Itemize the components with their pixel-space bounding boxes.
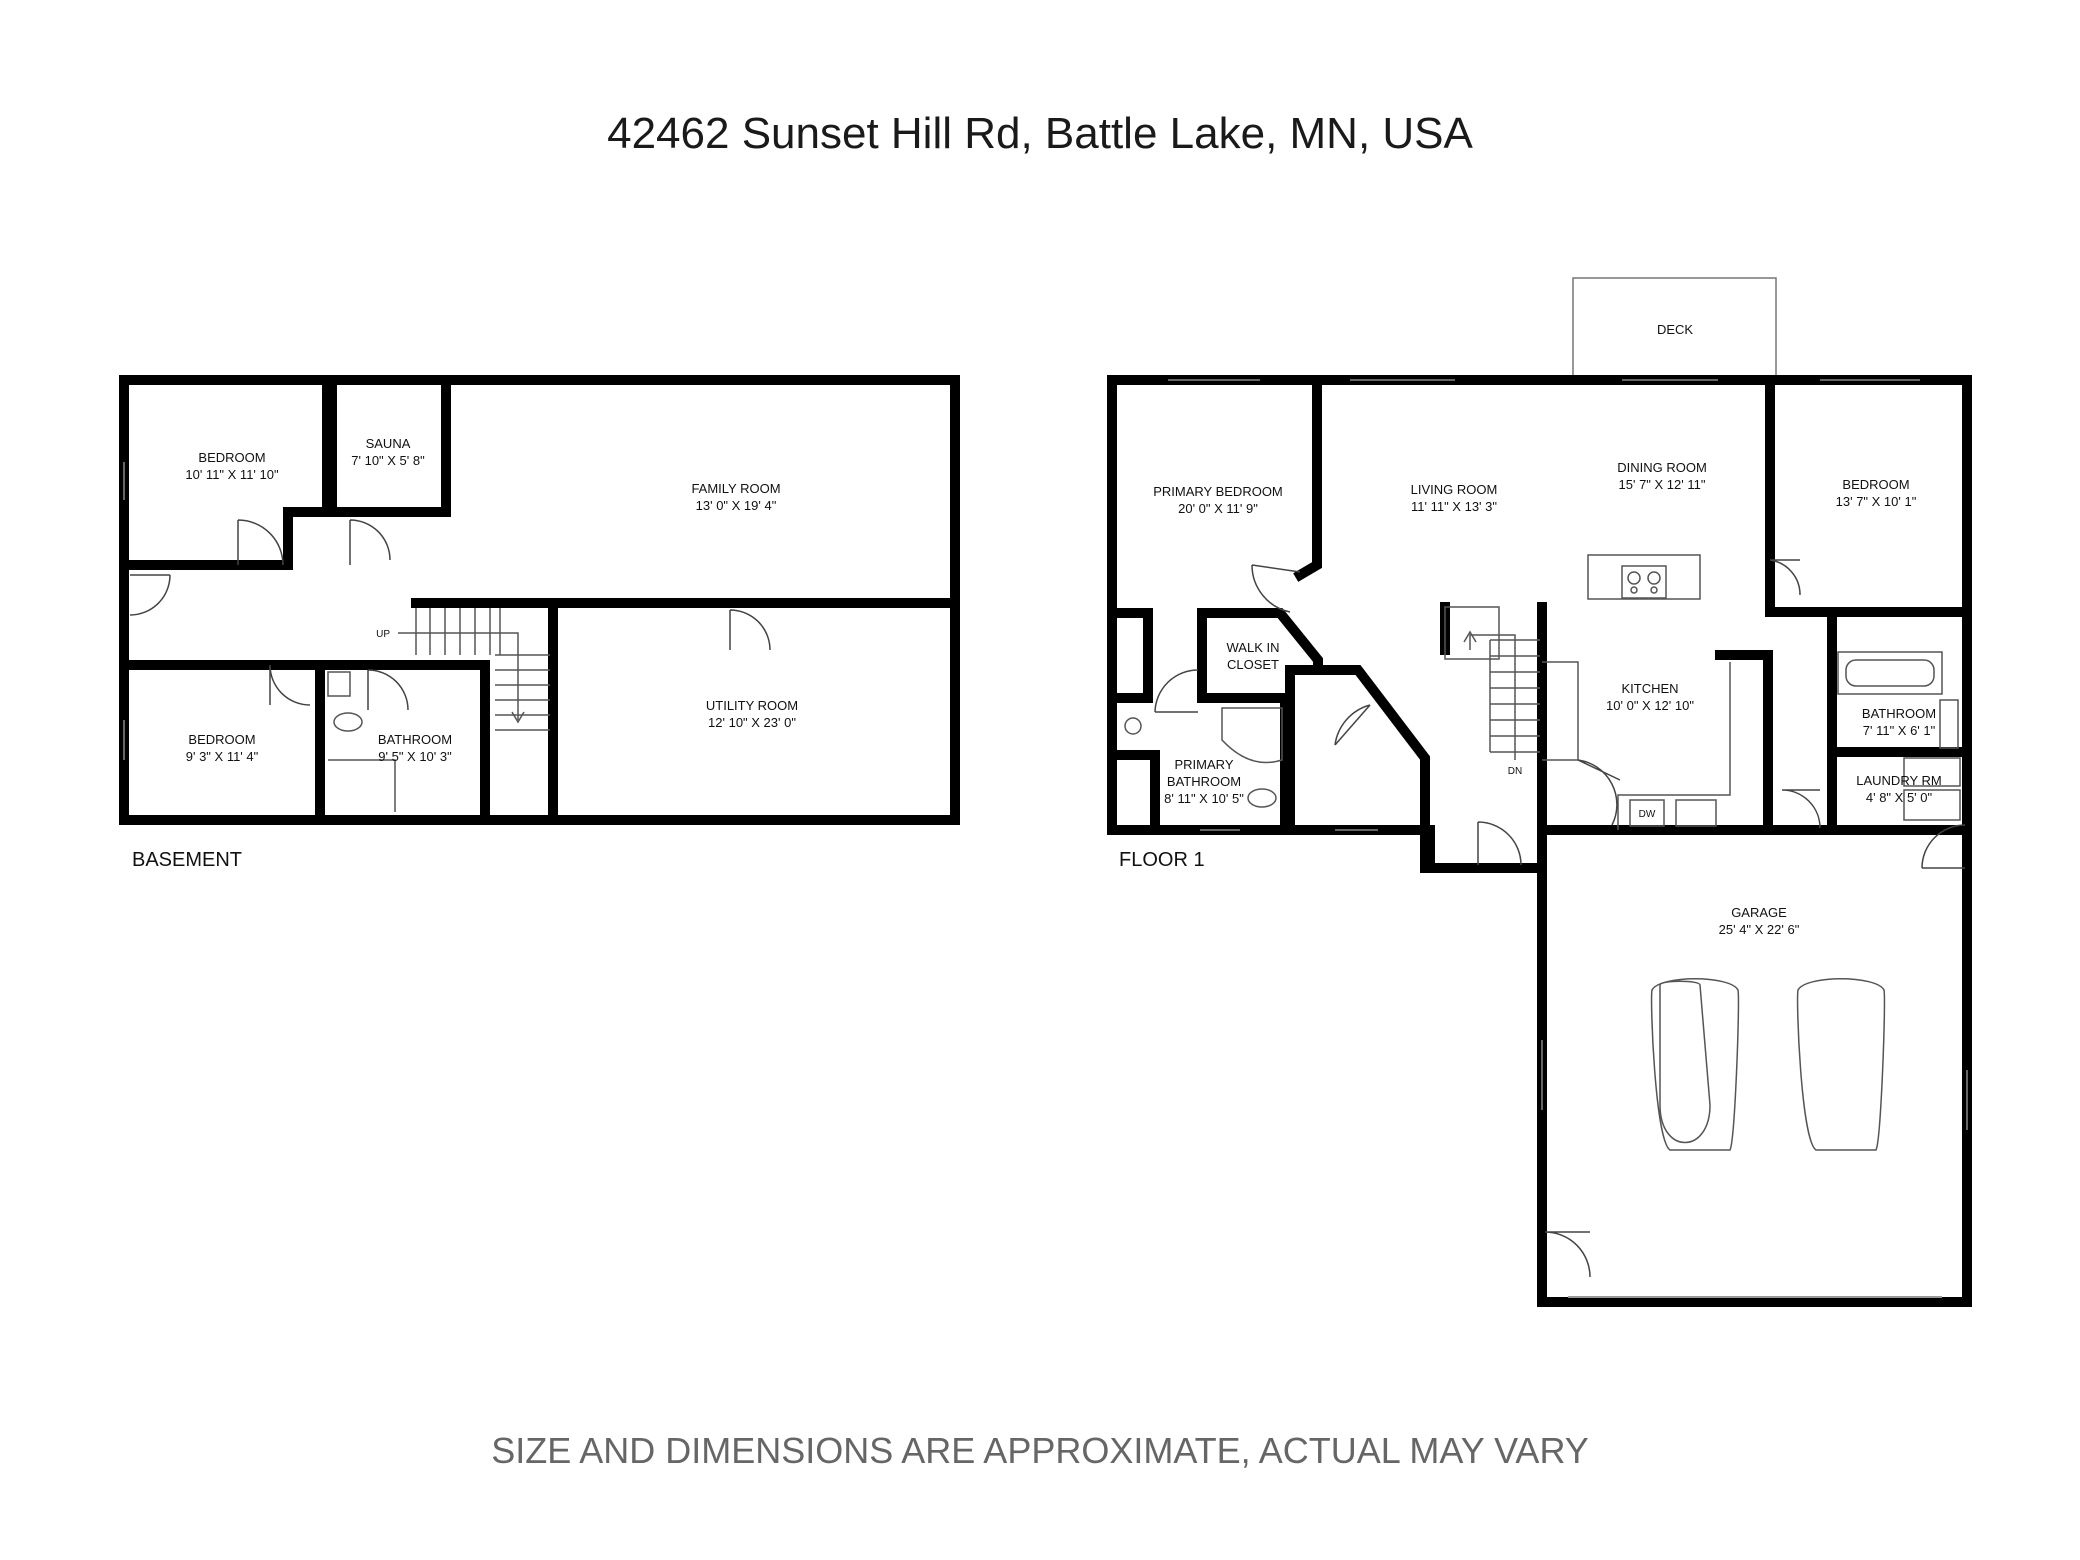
cooktop [1621,565,1667,599]
floor1-bottom-wall [1377,825,1972,873]
room-name: BEDROOM [198,450,265,465]
floor1-plan: DECK DN [1107,277,1972,1307]
kitchen-right-wall [1715,650,1773,835]
basement-plan: UP BEDROOM 10' 11" X 11' 10" SAUNA 7' 10… [119,375,960,871]
plan-title: 42462 Sunset Hill Rd, Battle Lake, MN, U… [607,109,1473,158]
kitchen-sink [1675,799,1717,827]
room-name: BATHROOM [378,732,452,747]
room-name: LIVING ROOM [1411,482,1498,497]
garage-side-door [1544,1231,1591,1278]
room-dims: 25' 4" X 22' 6" [1719,922,1800,937]
room-dims: CLOSET [1227,657,1279,672]
room-dims: 12' 10" X 23' 0" [708,715,796,730]
room-name: BEDROOM [188,732,255,747]
room-name: WALK IN [1227,640,1280,655]
bedroom-door [1769,559,1801,596]
room-name: FAMILY ROOM [691,481,780,496]
basement-toilet [333,712,363,732]
room-name: SAUNA [366,436,411,451]
burner [1630,586,1638,594]
burner [1627,571,1641,585]
basement-bedroom-door [237,519,284,566]
floor1-stair-label: DN [1508,766,1522,777]
sauna-wall [327,375,451,517]
hall-closet-door [1334,704,1371,746]
sauna-door [349,519,391,565]
dishwasher [1629,799,1665,827]
disclaimer-footer: SIZE AND DIMENSIONS ARE APPROXIMATE, ACT… [491,1430,1589,1471]
room-name: GARAGE [1731,905,1787,920]
room-dims: 10' 0" X 12' 10" [1606,698,1694,713]
room-dims: 4' 8" X 5' 0" [1866,790,1933,805]
floor1-label: FLOOR 1 [1119,849,1205,871]
room-dims: 20' 0" X 11' 9" [1178,501,1258,516]
laundry-door [1781,789,1821,829]
room-dims: 10' 11" X 11' 10" [185,467,279,482]
bathtub-basin [1845,659,1935,687]
garage-entry-door [1921,824,1966,869]
basement-stair-label: UP [376,629,390,640]
primary-bath-door [1154,669,1199,713]
room-dims: 9' 3" X 11' 4" [186,749,259,764]
basement-entry-door [129,574,171,616]
primary-bath-toilet [1247,788,1277,808]
bath-lower-wall [1107,750,1160,835]
room-name: PRIMARY BEDROOM [1153,484,1283,499]
room-name: PRIMARY [1175,757,1234,772]
room-name: DINING ROOM [1617,460,1707,475]
primary-bedroom-door [1251,564,1301,613]
utility-door [729,609,771,651]
basement-label: BASEMENT [132,849,242,871]
kitchen-island [1587,554,1701,600]
vanity [1939,699,1959,749]
washer [1903,757,1961,787]
walk-in-closet-wall [1197,608,1323,703]
room-dims: 11' 11" X 13' 3" [1411,499,1497,514]
basement-shower [328,759,396,812]
garage-wall [1537,825,1972,1307]
kitchen-counter-left [1542,661,1579,761]
front-door [1477,821,1522,866]
burner [1650,586,1658,594]
basement-bedroom2-door [269,664,311,706]
car-left [1650,978,1740,1151]
primary-bath-sink [1124,717,1142,735]
room-name: BATHROOM [1862,706,1936,721]
room-dims: 7' 10" X 5' 8" [351,453,425,468]
basement-sink [327,671,351,697]
bathtub [1837,651,1943,695]
bedroom-right-wall [1765,375,1972,617]
room-dims: 13' 0" X 19' 4" [696,498,777,513]
closet-wall [1107,608,1153,703]
basement-stairs [398,608,550,731]
pantry-door [1577,759,1621,826]
kitchen-counter-right [1617,662,1731,830]
dishwasher-label: DW [1639,809,1656,820]
corner-tub [1221,707,1283,764]
room-dims: 7' 11" X 6' 1" [1863,723,1936,738]
room-name: BEDROOM [1842,477,1909,492]
primary-bath-dims: 8' 11" X 10' 5" [1164,791,1244,806]
room-dims: 13' 7" X 10' 1" [1836,494,1917,509]
room-dims: 15' 7" X 12' 11" [1619,477,1706,492]
primary-bedroom-wall [1293,375,1322,582]
hall-closet-wall [1285,665,1430,873]
floor1-stairs [1444,606,1540,760]
deck-label: DECK [1657,322,1693,337]
room-dims: 9' 5" X 10' 3" [378,749,452,764]
room-name: UTILITY ROOM [706,698,798,713]
dryer [1903,789,1961,821]
basement-bath-door [367,669,409,711]
room-name: KITCHEN [1621,681,1678,696]
room-dims: BATHROOM [1167,774,1241,789]
burner [1647,571,1661,585]
room-name: LAUNDRY RM [1856,773,1941,788]
car-right [1796,978,1886,1151]
